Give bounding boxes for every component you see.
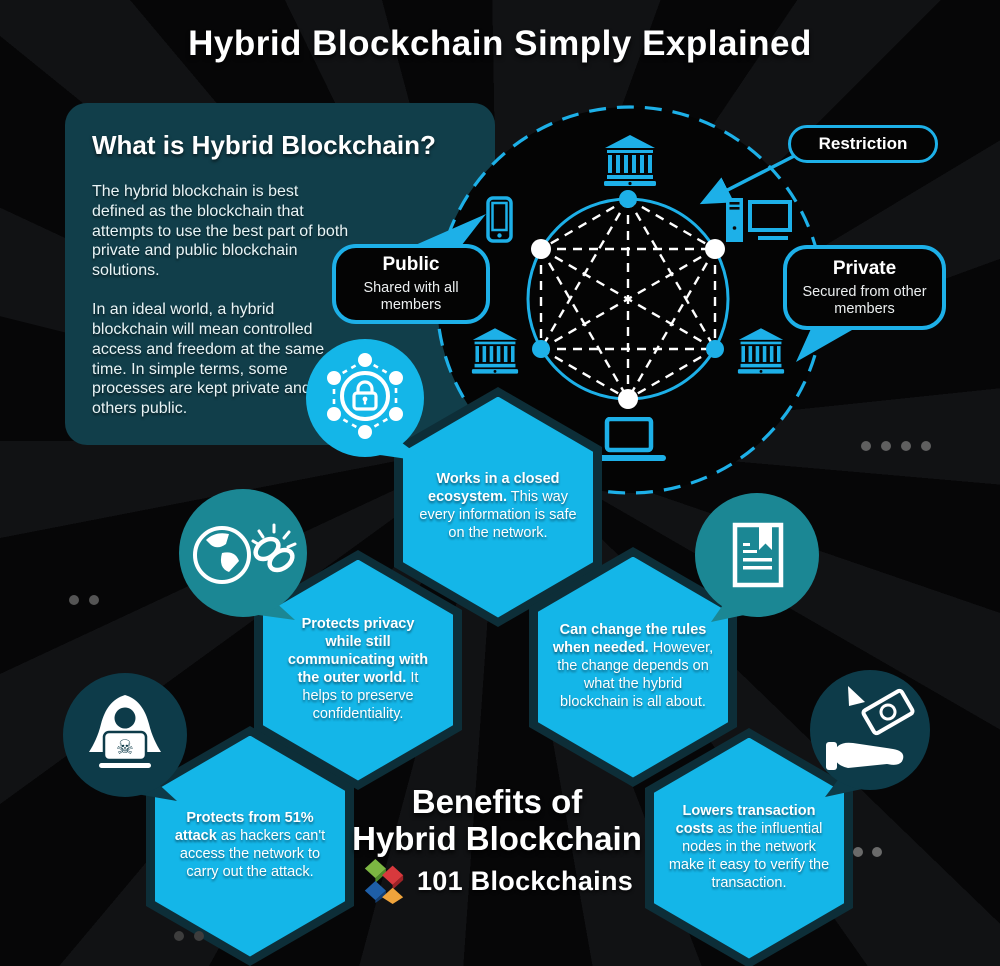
- bank-icon-top: [604, 135, 656, 186]
- private-bubble: Private Secured from other members: [783, 245, 946, 330]
- restriction-label: Restriction: [788, 125, 938, 163]
- logo-cubes-icon: [364, 858, 404, 904]
- deco-dot: [881, 441, 891, 451]
- node-bottom: [618, 389, 638, 409]
- node-lower-right: [706, 340, 724, 358]
- benefit-text-1: Protects privacy while still communicati…: [287, 616, 429, 722]
- hacker-icon: ☠: [63, 673, 187, 801]
- node-lower-left: [532, 340, 550, 358]
- computer-icon: [726, 198, 792, 242]
- private-bubble-tail: [796, 322, 866, 362]
- logo-text: 101 Blockchains: [416, 865, 634, 896]
- document-icon: [695, 493, 819, 622]
- benefit-text-3: Protects from 51% attack as hackers can'…: [174, 810, 326, 880]
- globe-link-icon: [179, 489, 307, 620]
- deco-dot: [861, 441, 871, 451]
- deco-dot: [69, 595, 79, 605]
- page-title: Hybrid Blockchain Simply Explained: [188, 24, 812, 63]
- public-bubble-tail: [404, 214, 486, 250]
- deco-dot: [853, 847, 863, 857]
- money-hand-icon: [810, 670, 930, 797]
- deco-dot: [872, 847, 882, 857]
- deco-dot: [921, 441, 931, 451]
- benefit-text-2: Can change the rules when needed. Howeve…: [552, 622, 714, 710]
- node-edges: [539, 197, 717, 401]
- what-is-heading: What is Hybrid Blockchain?: [92, 130, 436, 160]
- private-title: Private: [832, 257, 897, 279]
- deco-dot: [89, 595, 99, 605]
- benefit-text-0: Works in a closed ecosystem. This way ev…: [419, 471, 577, 541]
- public-subtitle: Shared with all members: [363, 280, 459, 313]
- node-upper-right: [705, 239, 725, 259]
- what-is-body: The hybrid blockchain is best defined as…: [92, 182, 354, 438]
- brand-logo: 101 Blockchains: [297, 858, 697, 904]
- deco-dot: [174, 931, 184, 941]
- benefit-text-4: Lowers transaction costs as the influent…: [668, 803, 830, 891]
- bank-icon-bottom-left: [471, 328, 519, 374]
- public-title: Public: [382, 254, 440, 276]
- skull-glyph: ☠: [116, 737, 134, 759]
- phone-icon: [486, 196, 513, 243]
- bank-icon-bottom-right: [737, 328, 785, 374]
- node-top: [619, 190, 637, 208]
- public-bubble: Public Shared with all members: [332, 244, 490, 324]
- private-subtitle: Secured from other members: [802, 283, 927, 317]
- what-is-paragraph-1: The hybrid blockchain is best defined as…: [92, 183, 349, 280]
- what-is-paragraph-2: In an ideal world, a hybrid blockchain w…: [92, 301, 325, 418]
- benefits-heading: Benefits of Hybrid Blockchain: [352, 783, 642, 857]
- hexagon-rules: Can change the rules when needed. Howeve…: [529, 547, 737, 787]
- lock-network-icon: [306, 339, 428, 462]
- deco-dot: [194, 931, 204, 941]
- deco-dot: [901, 441, 911, 451]
- hexagon-transaction-costs: Lowers transaction costs as the influent…: [645, 728, 853, 966]
- restriction-arrow: [699, 151, 801, 205]
- laptop-icon: [592, 417, 666, 461]
- node-upper-left: [531, 239, 551, 259]
